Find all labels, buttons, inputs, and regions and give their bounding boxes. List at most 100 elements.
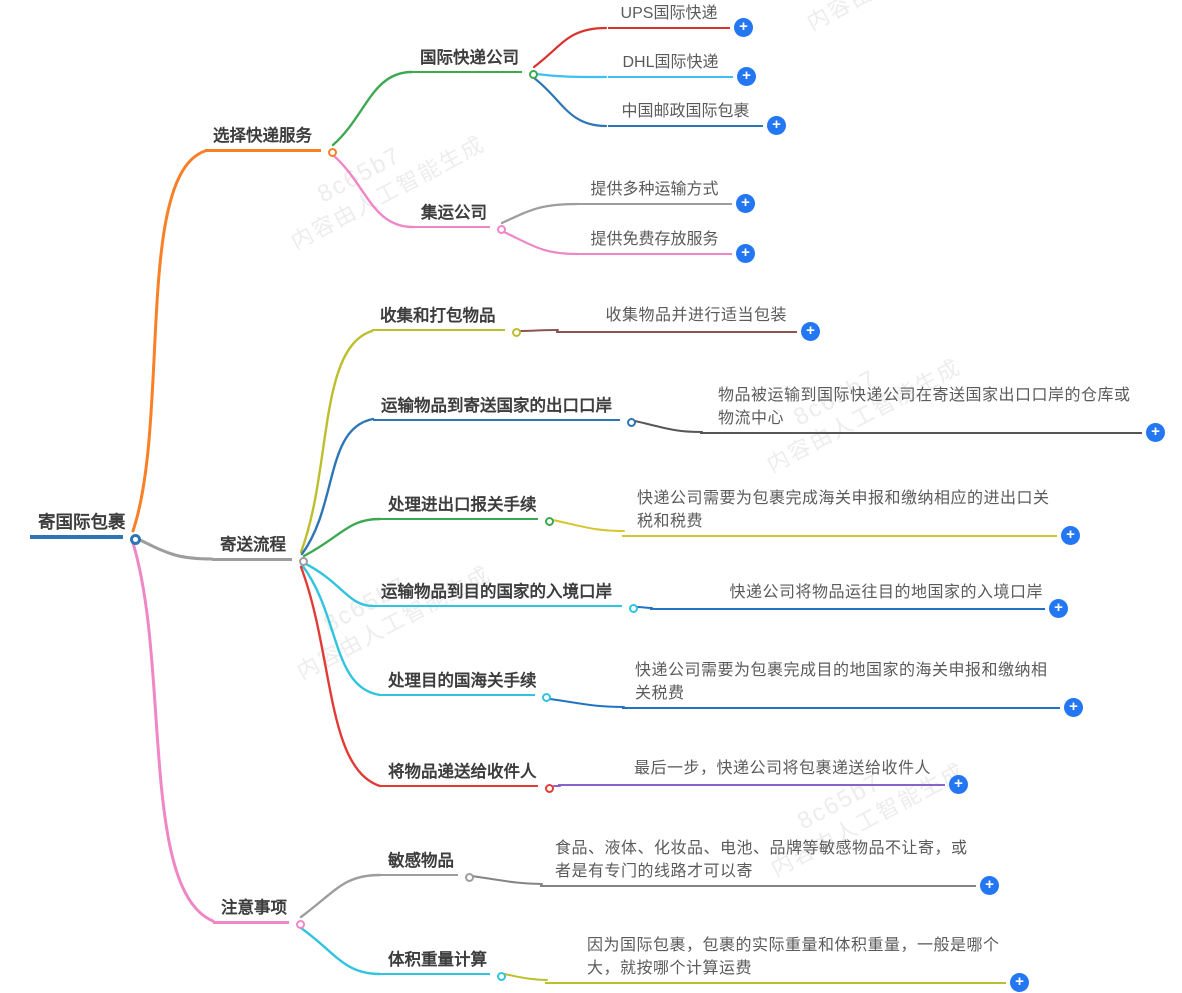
connector-line [300, 563, 382, 697]
connector-line [331, 153, 415, 229]
node-label: 集运公司 [421, 204, 487, 222]
expand-plus-button[interactable]: + [736, 194, 755, 213]
branch-junction-dot[interactable] [296, 920, 305, 929]
expand-plus-button[interactable]: + [949, 774, 968, 794]
expand-plus-button[interactable]: + [1146, 423, 1165, 442]
expand-plus-button[interactable]: + [1061, 526, 1080, 545]
branch-junction-dot[interactable] [299, 557, 308, 566]
node-destination-customs[interactable]: 处理目的国海关手续 [380, 671, 551, 702]
expand-plus-button[interactable]: + [734, 18, 753, 37]
node-transport-to-entry-port[interactable]: 运输物品到目的国家的入境口岸 [373, 582, 638, 613]
node-label: 敏感物品 [388, 852, 454, 870]
node-label: 选择快递服务 [213, 127, 312, 145]
branch-junction-dot[interactable] [465, 873, 474, 882]
connector-line [552, 519, 625, 532]
expand-plus-button[interactable]: + [767, 116, 786, 135]
branch-junction-dot[interactable] [529, 70, 538, 79]
node-intl-express-companies[interactable]: 国际快递公司 [412, 48, 538, 79]
connector-line [131, 149, 207, 533]
node-label: 提供免费存放服务 [590, 231, 719, 248]
node-deliver-to-recipient[interactable]: 将物品递送给收件人 [380, 762, 554, 793]
note-text: 快递公司需要为包裹完成目的地国家的海关申报和缴纳相关税费 [635, 662, 1048, 702]
node-label: 将物品递送给收件人 [388, 763, 537, 781]
connector-line [500, 229, 579, 256]
node-dhl[interactable]: DHL国际快递 + [608, 53, 756, 86]
connector-line [634, 420, 703, 433]
node-precautions[interactable]: 注意事项 [213, 898, 305, 929]
node-shipping-process[interactable]: 寄送流程 [212, 535, 308, 566]
connector-line [131, 541, 215, 923]
node-label: 提供多种运输方式 [590, 181, 719, 198]
note-text: 食品、液体、化妆品、电池、品牌等敏感物品不让寄，或者是有专门的线路才可以寄 [555, 840, 968, 880]
branch-junction-dot[interactable] [545, 517, 554, 526]
node-choose-express-service[interactable]: 选择快递服务 [205, 126, 337, 157]
connector-line [302, 561, 375, 608]
note-transport-to-export-port[interactable]: 物品被运输到国际快递公司在寄送国家出口口岸的仓库或物流中心 + [700, 385, 1165, 442]
note-text: 收集物品并进行适当包装 [605, 307, 787, 324]
note-export-customs-declaration[interactable]: 快递公司需要为包裹完成海关申报和缴纳相应的进出口关税和税费 + [622, 488, 1080, 545]
node-label: 运输物品到寄送国家的出口口岸 [381, 397, 612, 415]
node-label: 体积重量计算 [388, 951, 487, 969]
connector-line [500, 202, 579, 225]
connector-line [136, 537, 214, 561]
node-china-post[interactable]: 中国邮政国际包裹 + [608, 102, 786, 135]
node-label: 中国邮政国际包裹 [621, 103, 750, 120]
connector-line [518, 329, 559, 332]
node-export-customs-declaration[interactable]: 处理进出口报关手续 [380, 495, 554, 526]
expand-plus-button[interactable]: + [1010, 973, 1029, 992]
note-collect-and-pack[interactable]: 收集物品并进行适当包装 + [556, 305, 820, 341]
connector-line [299, 565, 382, 788]
connector-line [299, 329, 374, 554]
note-text: 快递公司将物品运往目的地国家的入境口岸 [729, 584, 1043, 601]
expand-plus-button[interactable]: + [736, 244, 755, 263]
node-volumetric-weight[interactable]: 体积重量计算 [380, 950, 506, 981]
connector-line [302, 517, 382, 558]
node-label: 运输物品到目的国家的入境口岸 [381, 583, 612, 601]
note-transport-to-entry-port[interactable]: 快递公司将物品运往目的地国家的入境口岸 + [650, 582, 1068, 618]
connector-line [549, 698, 625, 708]
node-transport-to-export-port[interactable]: 运输物品到寄送国家的出口口岸 [373, 396, 636, 427]
node-various-transport-methods[interactable]: 提供多种运输方式 + [577, 180, 755, 213]
expand-plus-button[interactable]: + [980, 876, 999, 895]
node-sensitive-items[interactable]: 敏感物品 [380, 851, 474, 882]
node-collect-and-pack[interactable]: 收集和打包物品 [372, 306, 521, 337]
note-volumetric-weight[interactable]: 因为国际包裹，包裹的实际重量和体积重量，一般是哪个大，就按哪个计算运费 + [545, 935, 1029, 992]
node-root[interactable]: 寄国际包裹 [30, 512, 141, 545]
connector-line [300, 417, 375, 556]
branch-junction-dot[interactable] [497, 972, 506, 981]
expand-plus-button[interactable]: + [737, 67, 756, 86]
node-consolidation-companies[interactable]: 集运公司 [413, 203, 506, 234]
connector-line [503, 973, 548, 981]
node-label: 收集和打包物品 [380, 307, 496, 325]
note-sensitive-items[interactable]: 食品、液体、化妆品、电池、品牌等敏感物品不让寄，或者是有专门的线路才可以寄 + [540, 838, 999, 895]
node-label: 寄国际包裹 [38, 512, 126, 532]
note-text: 最后一步，快递公司将包裹递送给收件人 [633, 760, 931, 777]
note-text: 快递公司需要为包裹完成海关申报和缴纳相应的进出口关税和税费 [637, 490, 1050, 530]
branch-junction-dot[interactable] [328, 148, 337, 157]
note-text: 物品被运输到国际快递公司在寄送国家出口口岸的仓库或物流中心 [718, 387, 1131, 427]
branch-junction-dot[interactable] [130, 534, 141, 545]
node-label: 寄送流程 [220, 536, 286, 554]
connector-line [299, 873, 382, 919]
branch-junction-dot[interactable] [545, 784, 554, 793]
connector-line [532, 26, 608, 69]
node-label: 处理进出口报关手续 [388, 496, 537, 514]
node-label: 国际快递公司 [420, 49, 519, 67]
branch-junction-dot[interactable] [629, 604, 638, 613]
node-free-storage-service[interactable]: 提供免费存放服务 + [577, 230, 755, 263]
expand-plus-button[interactable]: + [801, 321, 820, 341]
connector-line [532, 76, 608, 128]
expand-plus-button[interactable]: + [1064, 698, 1083, 717]
branch-junction-dot[interactable] [512, 328, 521, 337]
connector-line [299, 926, 382, 976]
node-ups[interactable]: UPS国际快递 + [608, 4, 753, 37]
expand-plus-button[interactable]: + [1049, 598, 1068, 618]
branch-junction-dot[interactable] [627, 418, 636, 427]
note-destination-customs[interactable]: 快递公司需要为包裹完成目的地国家的海关申报和缴纳相关税费 + [622, 660, 1083, 717]
node-label: 注意事项 [221, 899, 287, 917]
branch-junction-dot[interactable] [497, 225, 506, 234]
branch-junction-dot[interactable] [542, 693, 551, 702]
note-deliver-to-recipient[interactable]: 最后一步，快递公司将包裹递送给收件人 + [558, 758, 968, 794]
